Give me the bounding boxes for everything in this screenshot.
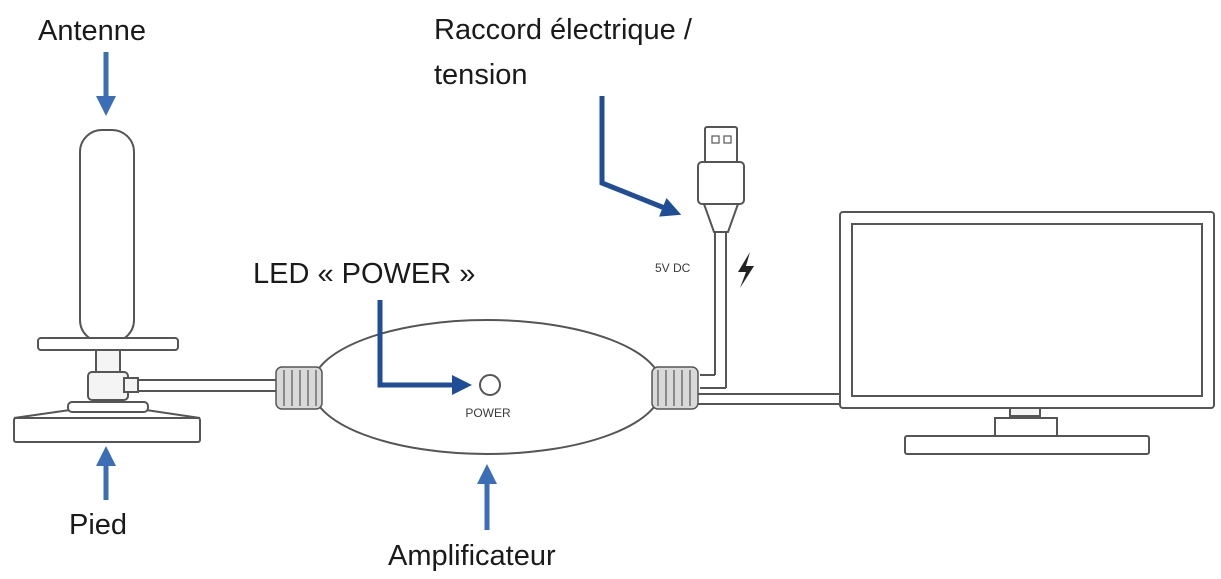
amplifier-left-grip (275, 366, 323, 410)
arrow-to-power-led (377, 300, 472, 395)
usb-plug-neck (702, 203, 740, 233)
antenna-mast (95, 349, 121, 373)
television (839, 211, 1215, 455)
power-led (479, 374, 501, 396)
voltage-caption: 5V DC (655, 261, 691, 275)
lightning-bolt-icon (738, 252, 754, 288)
tv-neck (994, 417, 1058, 437)
antenna-connector (123, 377, 139, 393)
antenna-base (13, 417, 201, 443)
tv-logo (1009, 407, 1041, 417)
label-raccord-line1: Raccord électrique / (434, 14, 692, 46)
coax-cable-in (138, 379, 280, 392)
antenna (13, 129, 201, 443)
arrow-to-usb-plug (599, 96, 682, 217)
label-amplificateur: Amplificateur (388, 540, 556, 572)
usb-plug-body (697, 161, 745, 205)
coax-cable-out (698, 393, 842, 405)
amplifier: POWER (275, 319, 699, 455)
antenna-ground-plate (37, 337, 179, 351)
label-pied: Pied (69, 509, 128, 541)
power-led-caption: POWER (465, 406, 511, 420)
label-antenne: Antenne (38, 15, 147, 47)
label-raccord: Raccord électrique / tension (434, 8, 692, 98)
tv-stand (904, 435, 1150, 455)
antenna-joint (87, 371, 129, 401)
label-raccord-line2: tension (434, 59, 528, 91)
amplifier-right-grip (651, 366, 699, 410)
label-led-power: LED « POWER » (253, 258, 476, 290)
tv-screen (851, 223, 1203, 397)
usb-plug-tip (704, 126, 738, 164)
antenna-element (79, 129, 135, 343)
antenna-base-ring (67, 401, 149, 413)
usb-power-cable: 5V DC (655, 126, 754, 389)
